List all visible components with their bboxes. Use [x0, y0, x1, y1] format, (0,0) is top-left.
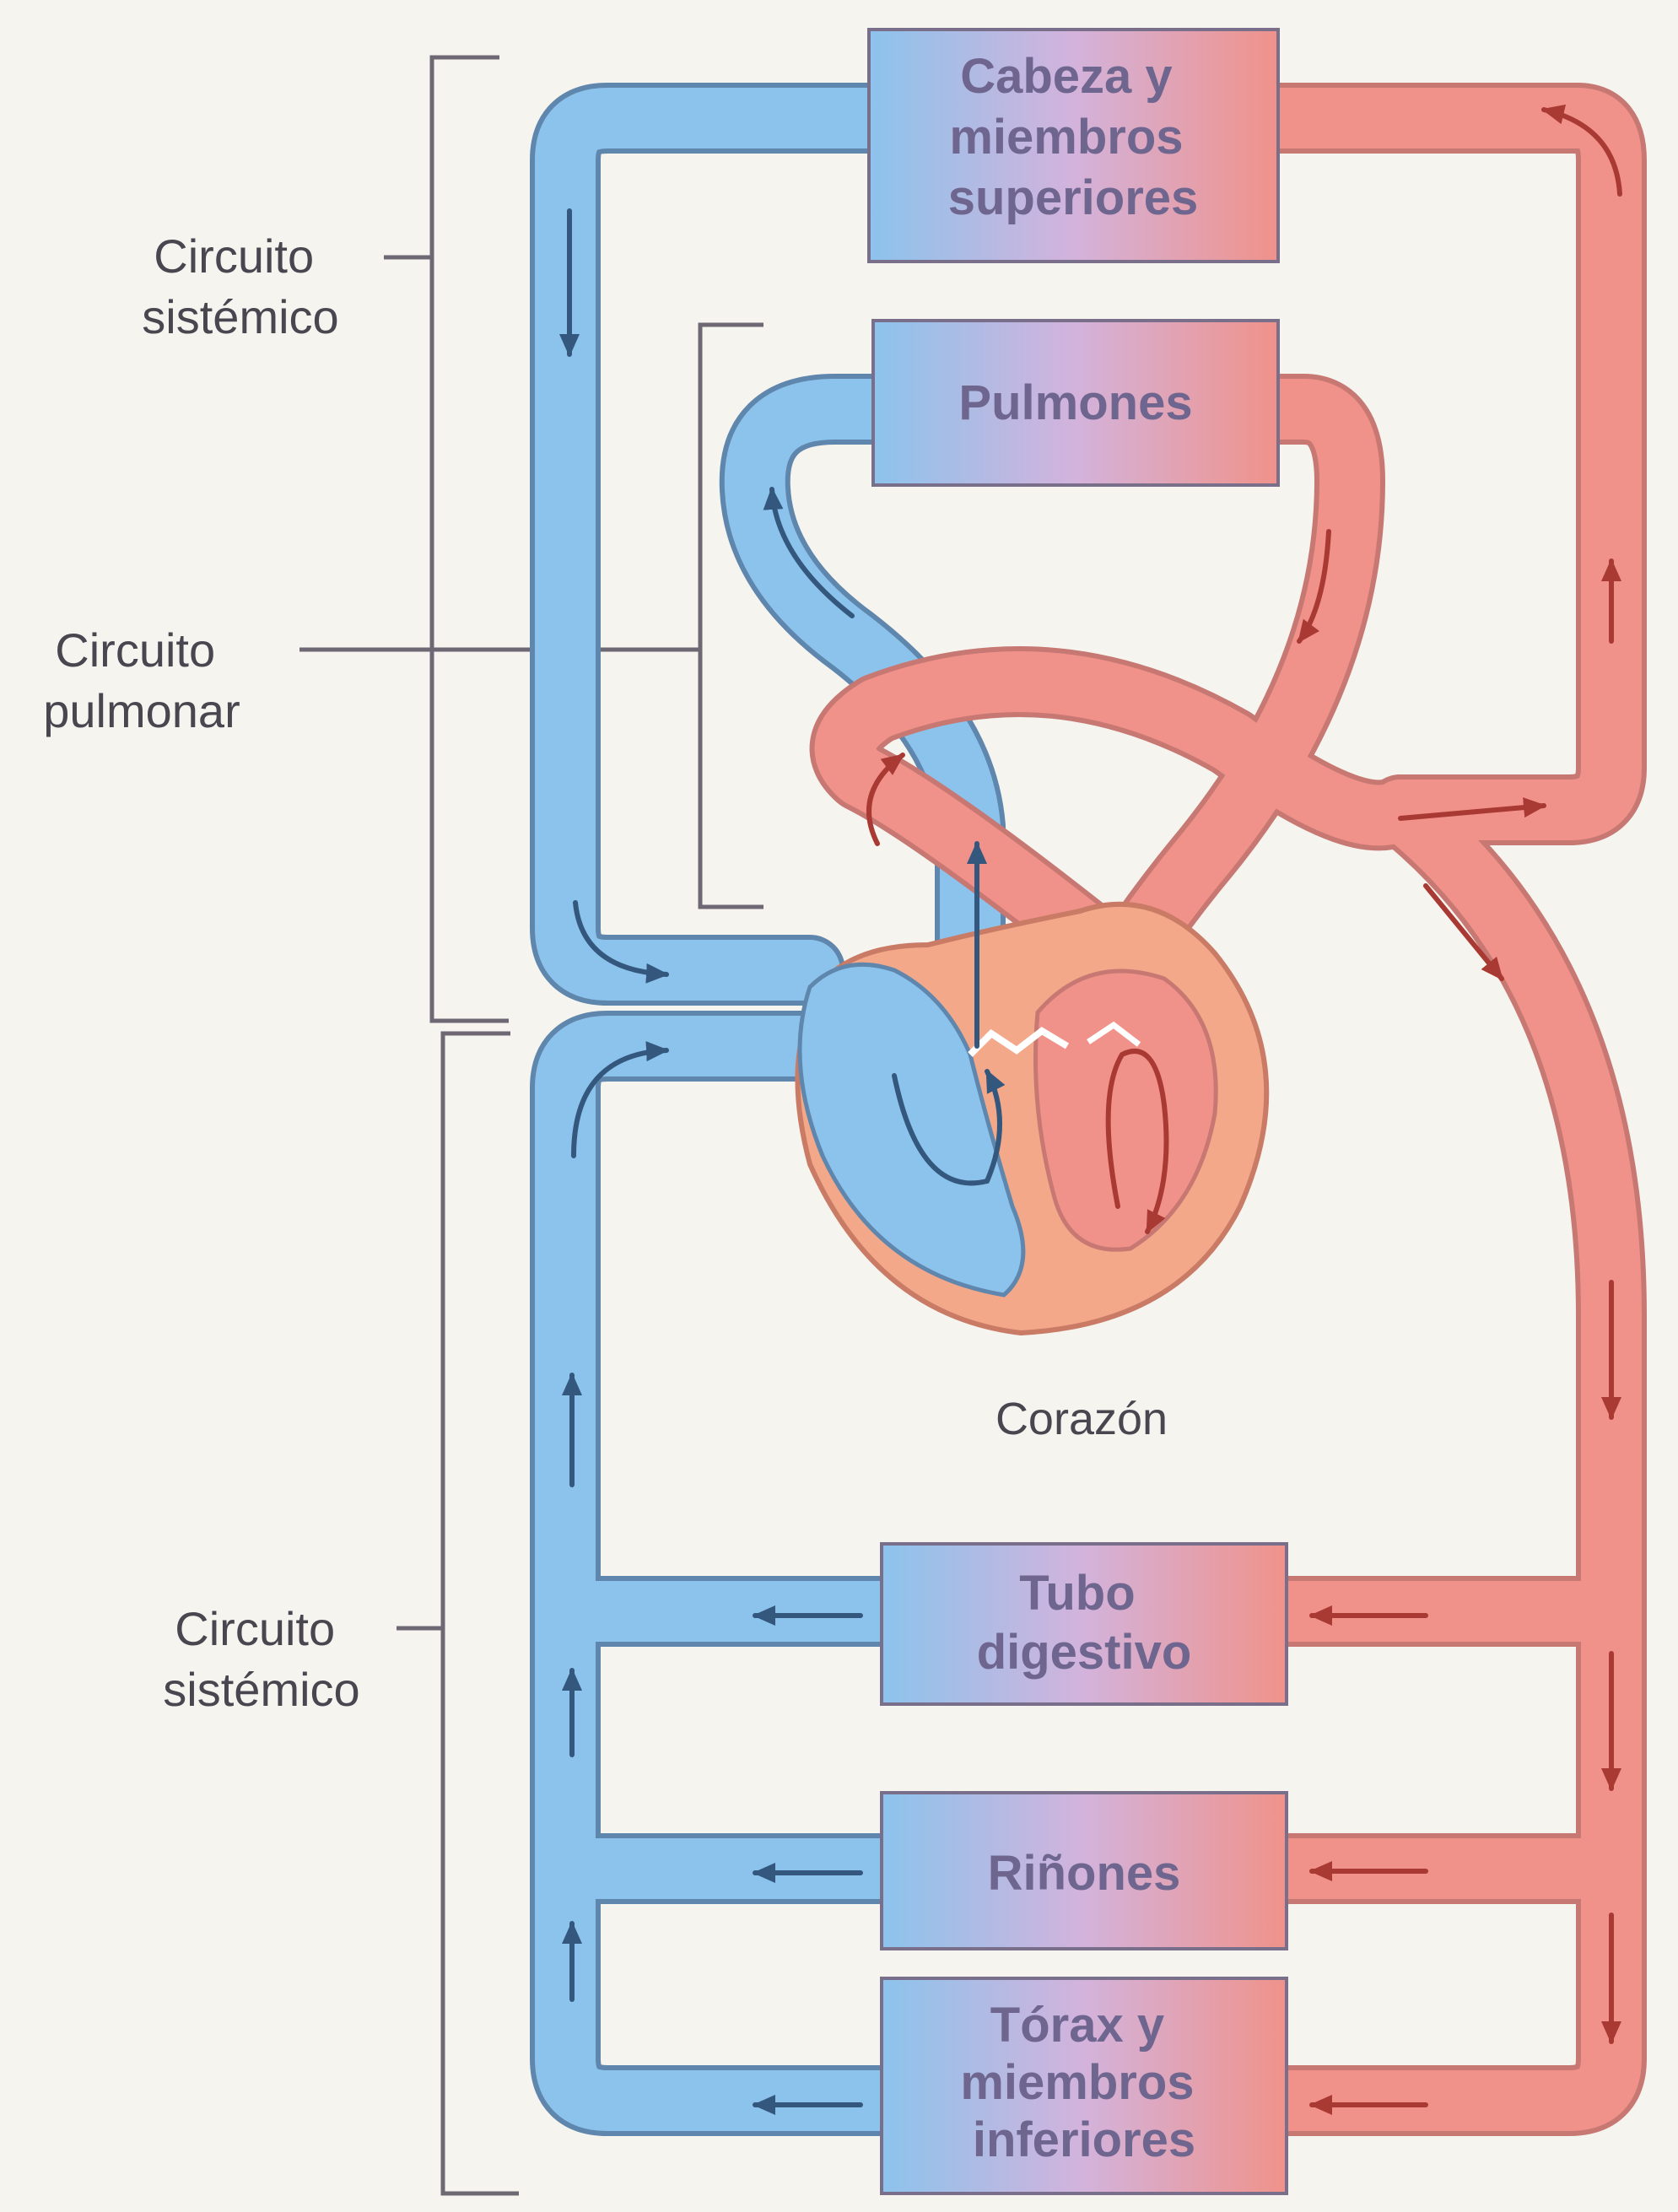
- heart-icon: [797, 904, 1266, 1333]
- bracket-systemic-lower: [443, 1033, 519, 2193]
- organ-label-head: Cabeza y miembros superiores: [948, 49, 1199, 225]
- label-systemic-upper: Circuito sistémico: [142, 229, 338, 343]
- label-pulmonary: Circuito pulmonar: [43, 623, 240, 737]
- organ-label-kidneys: Riñones: [988, 1846, 1181, 1901]
- label-systemic-lower: Circuito sistémico: [163, 1602, 359, 1716]
- organ-label-thorax: Tórax y miembros inferiores: [960, 1998, 1207, 2167]
- label-heart: Corazón: [995, 1394, 1168, 1444]
- organ-label-lungs: Pulmones: [958, 375, 1192, 430]
- bracket-systemic-upper: [432, 57, 509, 1021]
